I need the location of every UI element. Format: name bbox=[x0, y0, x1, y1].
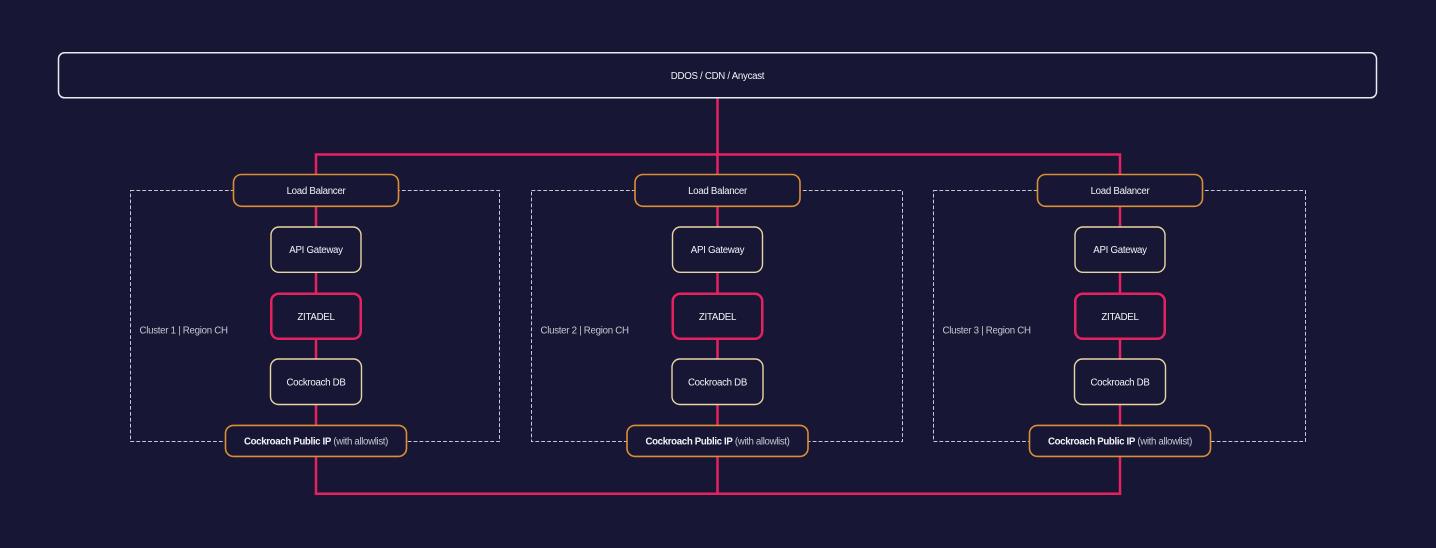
svg-text:Load Balancer: Load Balancer bbox=[688, 186, 748, 197]
svg-text:ZITADEL: ZITADEL bbox=[1101, 312, 1139, 323]
svg-text:API Gateway: API Gateway bbox=[691, 245, 745, 256]
svg-text:Load Balancer: Load Balancer bbox=[1091, 186, 1151, 197]
svg-text:Cluster 3 | Region CH: Cluster 3 | Region CH bbox=[943, 326, 1031, 337]
svg-text:Cockroach Public IP (with allo: Cockroach Public IP (with allowlist) bbox=[1048, 436, 1192, 447]
svg-text:Cockroach Public IP (with allo: Cockroach Public IP (with allowlist) bbox=[645, 436, 789, 447]
svg-text:API Gateway: API Gateway bbox=[289, 245, 343, 256]
svg-text:Cockroach DB: Cockroach DB bbox=[688, 377, 747, 388]
svg-text:Load Balancer: Load Balancer bbox=[287, 186, 347, 197]
svg-text:ZITADEL: ZITADEL bbox=[699, 312, 737, 323]
svg-text:Cluster 2 | Region CH: Cluster 2 | Region CH bbox=[541, 326, 629, 337]
svg-text:DDOS / CDN / Anycast: DDOS / CDN / Anycast bbox=[671, 71, 765, 82]
svg-text:Cockroach DB: Cockroach DB bbox=[1090, 377, 1149, 388]
svg-text:Cluster 1 | Region CH: Cluster 1 | Region CH bbox=[140, 326, 228, 337]
svg-text:Cockroach DB: Cockroach DB bbox=[286, 377, 345, 388]
svg-text:ZITADEL: ZITADEL bbox=[297, 312, 335, 323]
svg-text:API Gateway: API Gateway bbox=[1093, 245, 1147, 256]
svg-text:Cockroach Public IP (with allo: Cockroach Public IP (with allowlist) bbox=[244, 436, 388, 447]
